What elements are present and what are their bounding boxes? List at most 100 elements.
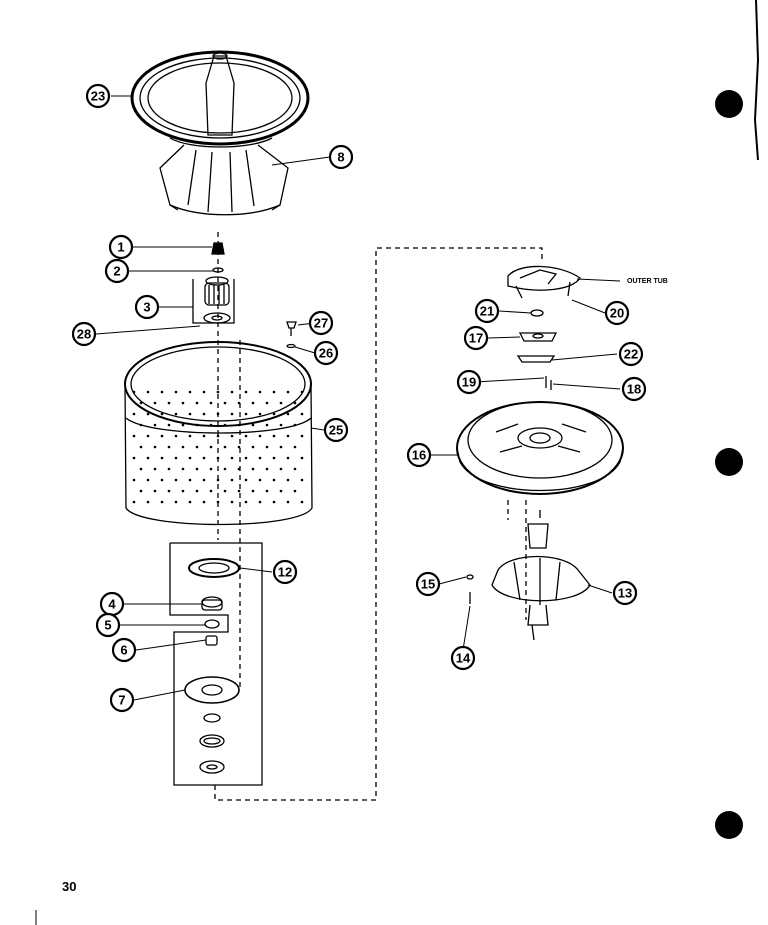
callout-number: 25 — [329, 423, 343, 438]
callout-number: 7 — [118, 693, 125, 708]
perforation — [146, 412, 150, 416]
perforation — [174, 500, 178, 504]
perforation — [160, 434, 164, 438]
perforation — [202, 434, 206, 438]
callout-19: 19 — [456, 369, 482, 395]
perforation — [160, 412, 164, 416]
callout-3: 3 — [134, 294, 160, 320]
perforation — [237, 489, 241, 493]
callout-26: 26 — [313, 340, 339, 366]
callout-circle — [450, 645, 476, 671]
callout-circle — [95, 612, 121, 638]
binder-holes — [715, 90, 743, 839]
perforation — [146, 456, 150, 460]
perforation — [132, 456, 136, 460]
perforation — [132, 478, 136, 482]
perforation — [202, 500, 206, 504]
callout-number: 21 — [480, 304, 494, 319]
callout-number: 12 — [278, 565, 292, 580]
perforation — [202, 478, 206, 482]
page-number: 30 — [62, 879, 77, 894]
perforation — [272, 478, 276, 482]
callout-number: 16 — [412, 448, 426, 463]
perforation — [293, 423, 297, 427]
perforation — [181, 423, 185, 427]
perforation — [209, 445, 213, 449]
perforation — [258, 478, 262, 482]
callout-13: 13 — [612, 580, 638, 606]
callout-circle — [474, 298, 500, 324]
perforation — [223, 445, 227, 449]
perforation — [265, 401, 269, 405]
perforation — [223, 489, 227, 493]
callout-circle — [415, 571, 441, 597]
clutch-bracket — [192, 276, 235, 324]
perforation — [300, 434, 304, 438]
callout-25: 25 — [323, 417, 349, 443]
callout-6: 6 — [111, 637, 137, 663]
perforation — [251, 445, 255, 449]
perforation — [251, 401, 255, 405]
perforation — [300, 390, 304, 394]
perforation — [174, 478, 178, 482]
perforation — [216, 434, 220, 438]
assembly-dashed-lines — [214, 232, 543, 801]
perforation — [223, 401, 227, 405]
callout-15: 15 — [415, 571, 441, 597]
callout-circle — [621, 376, 647, 402]
perforation — [202, 390, 206, 394]
callout-2: 2 — [104, 258, 130, 284]
perforation — [139, 467, 143, 471]
perforation — [244, 390, 248, 394]
callout-circle — [272, 559, 298, 585]
perforation — [258, 456, 262, 460]
callout-23: 23 — [85, 83, 111, 109]
callout-circle — [134, 294, 160, 320]
callout-21: 21 — [474, 298, 500, 324]
callout-14: 14 — [450, 645, 476, 671]
outer-tub-fragment — [507, 265, 581, 390]
perforation — [272, 412, 276, 416]
perforation — [195, 401, 199, 405]
perforation — [272, 434, 276, 438]
callout-circle — [328, 144, 354, 170]
perforation — [195, 445, 199, 449]
leader-lines — [95, 95, 621, 701]
perforation — [286, 500, 290, 504]
callout-number: 3 — [143, 300, 150, 315]
callout-circle — [323, 417, 349, 443]
callout-number: 8 — [337, 150, 344, 165]
perforation — [223, 467, 227, 471]
callout-circle — [313, 340, 339, 366]
perforation — [132, 434, 136, 438]
perforation — [237, 445, 241, 449]
perforation — [139, 489, 143, 493]
perforation — [293, 401, 297, 405]
perforation — [265, 467, 269, 471]
callout-17: 17 — [463, 325, 489, 351]
perforation — [223, 423, 227, 427]
perforation — [153, 401, 157, 405]
perforation — [286, 434, 290, 438]
perforation — [286, 478, 290, 482]
perforation — [181, 445, 185, 449]
callout-circle — [108, 234, 134, 260]
perforation — [160, 478, 164, 482]
agitator-drawing — [130, 50, 310, 216]
perforation — [244, 434, 248, 438]
callout-8: 8 — [328, 144, 354, 170]
binder-hole — [715, 811, 743, 839]
perforation — [132, 412, 136, 416]
callout-number: 14 — [456, 651, 471, 666]
perforation — [265, 489, 269, 493]
callout-circle — [406, 442, 432, 468]
callout-12: 12 — [272, 559, 298, 585]
perforation — [188, 434, 192, 438]
callout-4: 4 — [99, 591, 125, 617]
perforation — [279, 401, 283, 405]
perforation — [230, 434, 234, 438]
callout-20: 20 — [604, 300, 630, 326]
callout-circle — [463, 325, 489, 351]
perforation — [167, 423, 171, 427]
